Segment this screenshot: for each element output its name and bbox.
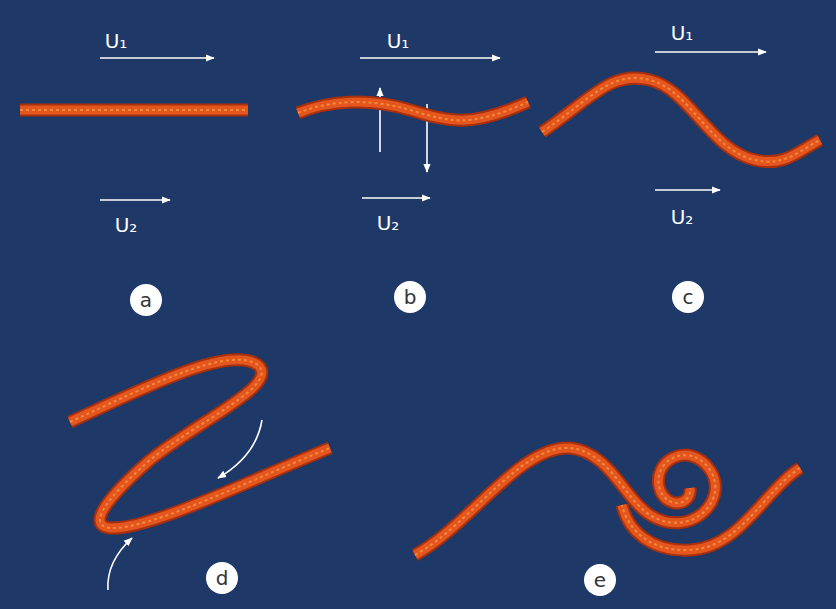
velocity-label: U₂ [671, 206, 694, 228]
rotation-arrow [218, 420, 262, 478]
velocity-arrow [655, 51, 766, 53]
velocity-label: U₂ [377, 212, 400, 234]
stage-letter: d [216, 568, 229, 588]
velocity-arrow [655, 189, 720, 191]
band-texture [20, 78, 820, 555]
velocity-arrow [100, 57, 214, 59]
stage-letter-circle: e [584, 564, 616, 596]
velocity-arrow [360, 57, 500, 59]
rotation-arrow [108, 538, 132, 590]
stage-letter: c [683, 287, 694, 307]
velocity-label: U₁ [105, 30, 128, 52]
velocity-arrow [100, 199, 170, 201]
velocity-label: U₁ [387, 30, 410, 52]
shear-bands [20, 78, 820, 555]
stage-letter-circle: c [672, 281, 704, 313]
stage-letter: b [404, 287, 417, 307]
stage-letter: a [140, 290, 152, 310]
stage-letter-circle: a [130, 284, 162, 316]
band-body [20, 78, 820, 555]
velocity-label: U₁ [671, 22, 694, 44]
stage-letter: e [594, 570, 606, 590]
band-edge [20, 78, 820, 555]
velocity-label: U₂ [115, 214, 138, 236]
stage-letter-circle: b [394, 281, 426, 313]
velocity-arrow [362, 197, 430, 199]
stage-letter-circle: d [206, 562, 238, 594]
